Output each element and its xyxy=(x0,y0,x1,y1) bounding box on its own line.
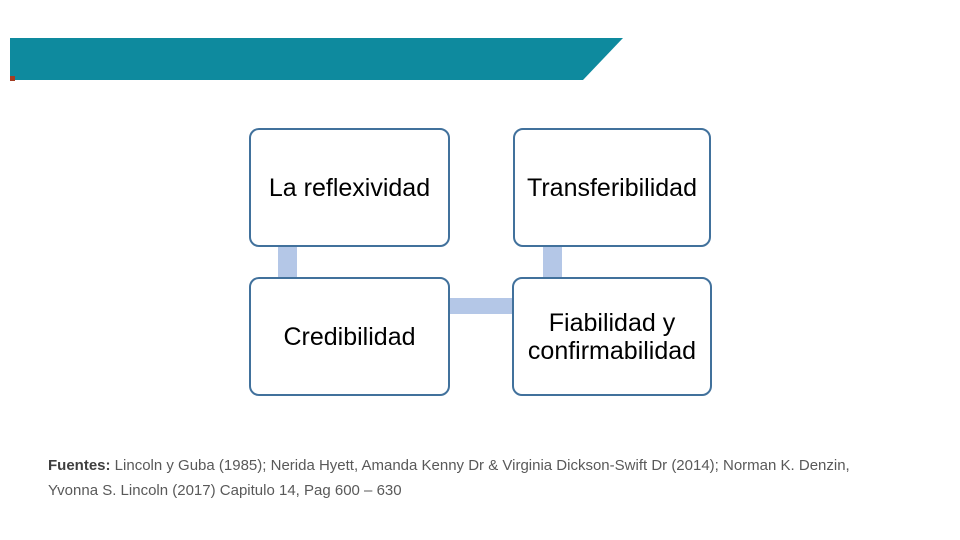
connector-credibilidad-fiabilidad xyxy=(449,298,513,314)
diagram-box-label: Fiabilidad y confirmabilidad xyxy=(527,308,697,365)
sources-line-1: Fuentes: Lincoln y Guba (1985); Nerida H… xyxy=(48,453,928,478)
diagram-box-credibilidad: Credibilidad xyxy=(249,277,450,396)
sources-footer: Fuentes: Lincoln y Guba (1985); Nerida H… xyxy=(48,453,928,503)
diagram-box-transferibilidad: Transferibilidad xyxy=(513,128,711,247)
connector-transferibilidad-fiabilidad xyxy=(543,246,562,278)
sources-line-2: Yvonna S. Lincoln (2017) Capitulo 14, Pa… xyxy=(48,482,402,499)
sources-prefix-label: Fuentes: xyxy=(48,457,111,474)
diagram-box-fiabilidad-confirmabilidad: Fiabilidad y confirmabilidad xyxy=(512,277,712,396)
diagram-box-reflexividad: La reflexividad xyxy=(249,128,450,247)
header-banner-shape xyxy=(10,38,623,80)
connector-reflexividad-credibilidad xyxy=(278,246,297,278)
red-accent-mark xyxy=(10,76,15,81)
diagram-box-label: Credibilidad xyxy=(283,322,416,351)
diagram-box-label: La reflexividad xyxy=(268,173,431,202)
diagram-box-label: Transferibilidad xyxy=(527,173,697,202)
sources-line1-text: Lincoln y Guba (1985); Nerida Hyett, Ama… xyxy=(110,457,850,474)
